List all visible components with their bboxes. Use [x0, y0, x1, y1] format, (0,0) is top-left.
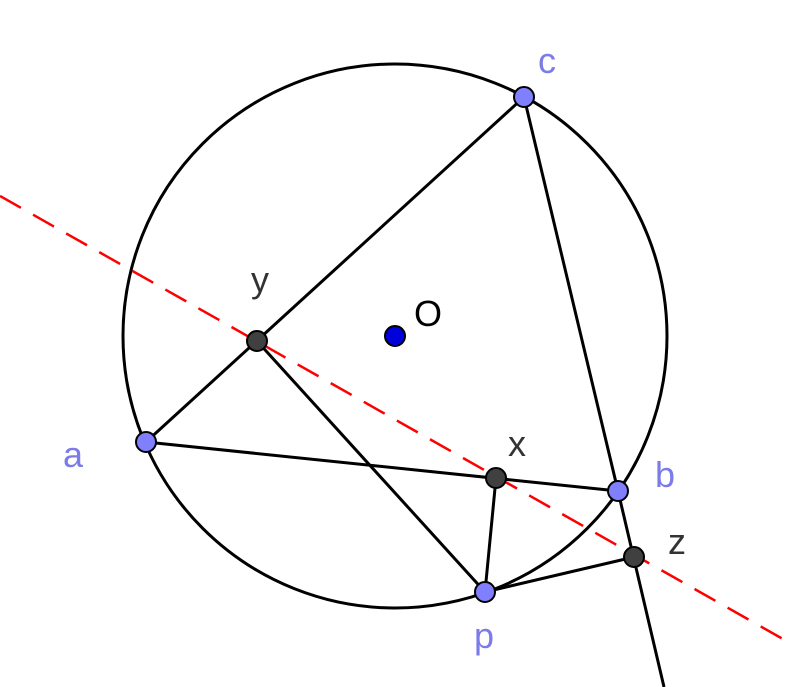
label-z: z: [668, 521, 686, 562]
label-a: a: [63, 434, 84, 475]
point-p[interactable]: [474, 581, 496, 603]
segment-p-z: [484, 555, 635, 594]
point-o-center[interactable]: [384, 325, 406, 347]
point-x[interactable]: [485, 467, 507, 489]
point-c[interactable]: [513, 86, 535, 108]
segment-y-p: [255, 339, 487, 594]
point-b[interactable]: [607, 480, 629, 502]
segment-a-b: [145, 440, 619, 493]
segment-c-b: [522, 96, 620, 492]
point-a[interactable]: [135, 431, 157, 453]
label-c: c: [538, 40, 556, 81]
point-z[interactable]: [623, 546, 645, 568]
label-x: x: [508, 423, 526, 464]
circumcircle: [121, 62, 669, 610]
label-y: y: [251, 259, 269, 300]
simson-line: [0, 194, 790, 645]
point-y[interactable]: [246, 330, 268, 352]
label-b: b: [655, 454, 675, 495]
segment-a-c: [144, 95, 526, 444]
segment-x-p: [483, 477, 498, 593]
line-c-b-extension: [616, 490, 666, 687]
label-p: p: [474, 615, 494, 656]
label-o: O: [414, 293, 442, 334]
